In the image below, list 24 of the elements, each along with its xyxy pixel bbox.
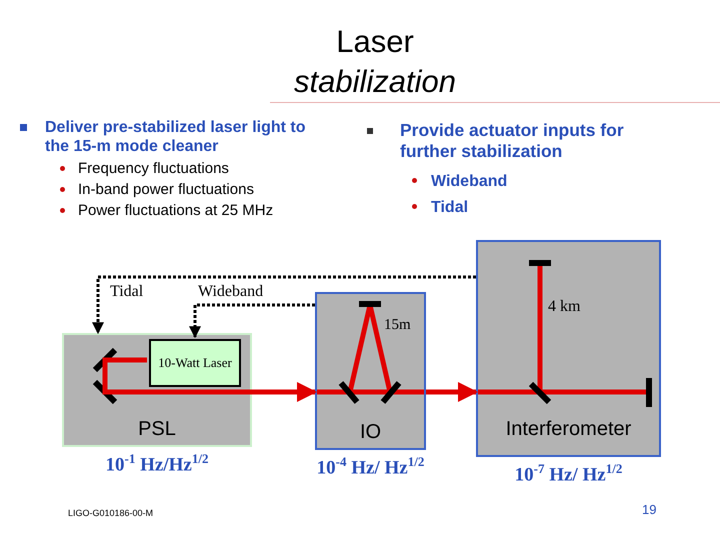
bullet-text: In-band power fluctuations <box>78 181 255 199</box>
bullet-text: Frequency fluctuations <box>78 160 230 178</box>
document-number: LIGO-G010186-00-M <box>68 508 154 519</box>
box-label: PSL <box>138 417 176 441</box>
laser-beam-arrow <box>102 358 317 402</box>
bullet-text: Tidal <box>431 198 470 218</box>
laser-beam-arrow <box>426 382 478 402</box>
noise-spec: 10$^{-4}$ Hz/ Hz$^{1/2}$ <box>316 454 424 480</box>
noise-spec: 10$^{-7}$ Hz/ Hz$^{1/2}$ <box>514 461 622 486</box>
bullet-text: Provide actuator inputs for further stabilization <box>400 120 625 162</box>
feedback-arrow <box>189 304 315 338</box>
bullet-text: Deliver pre-stabilized laser light to the 15-m mode cleaner <box>45 118 307 156</box>
slide-title: Laser stabilization <box>293 23 457 101</box>
box-label: IO <box>360 420 382 444</box>
dimension-label: 15m <box>384 316 412 334</box>
page-number: 19 <box>642 502 658 518</box>
noise-spec: 10$^{-1}$ Hz/Hz$^{1/2}$ <box>106 451 208 476</box>
box-label: Interferometer <box>506 417 632 441</box>
bullet-text: Power fluctuations at 25 MHz <box>78 202 274 220</box>
feedback-arrow <box>92 276 476 334</box>
laser-box <box>149 339 241 387</box>
bullet-text: Wideband <box>431 172 508 192</box>
dimension-label: 4 km <box>548 297 582 316</box>
box-label: 10-Watt Laser <box>158 355 232 371</box>
